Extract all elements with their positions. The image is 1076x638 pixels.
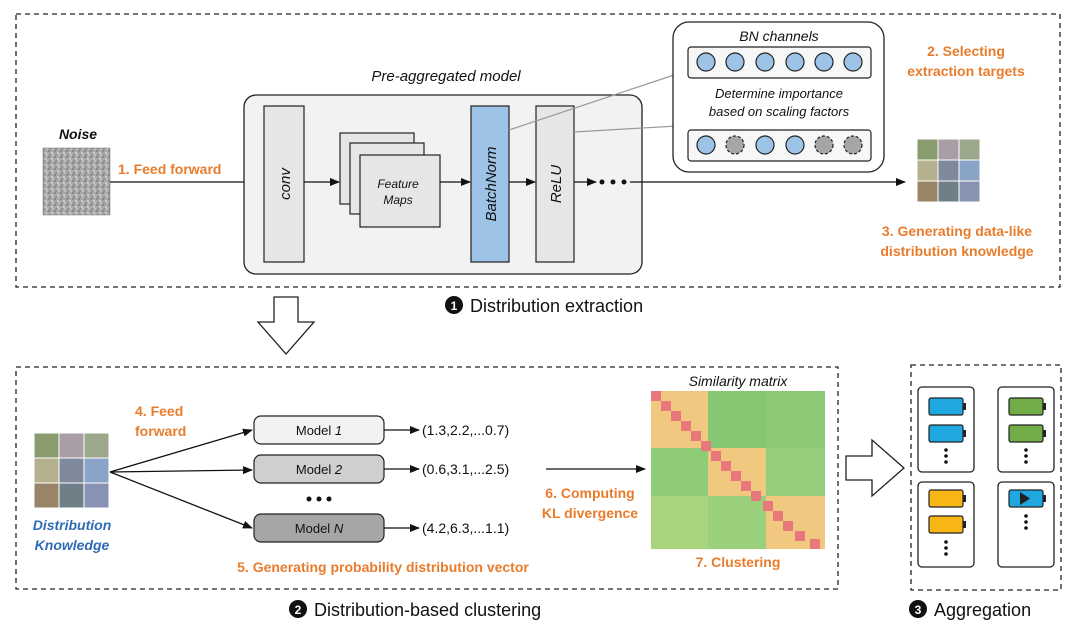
model-N-vector: (4.2,6.3,...1.1) <box>422 520 509 536</box>
importance-label-2: based on scaling factors <box>709 104 850 119</box>
selecting-label-1: 2. Selecting <box>927 43 1005 59</box>
bn-channel-nodes-top <box>696 52 863 72</box>
step1-marker-number: 1 <box>451 299 458 313</box>
phone-icon <box>928 489 964 508</box>
conv-label: conv <box>277 167 294 200</box>
callout-line-top <box>508 73 678 131</box>
feature-maps-label-1: Feature <box>377 177 419 191</box>
relu-layer <box>535 105 575 263</box>
similarity-matrix-diagonal <box>651 391 820 549</box>
step1-marker <box>445 296 463 314</box>
batchnorm-label: BatchNorm <box>483 146 500 221</box>
dk-to-modelN-arrow <box>109 471 253 529</box>
phone-icon <box>1008 424 1044 443</box>
step2-caption: Distribution-based clustering <box>314 600 541 620</box>
clustering-label: 7. Clustering <box>696 554 781 570</box>
step1-caption: Distribution extraction <box>470 296 643 316</box>
dk-to-model1-arrow <box>109 428 253 473</box>
distribution-knowledge-label-2: Knowledge <box>35 537 110 553</box>
bn-channels-label: BN channels <box>739 28 818 44</box>
phone-icon <box>928 515 964 534</box>
generating-vector-label: 5. Generating probability distribution v… <box>237 559 529 575</box>
noise-image <box>42 147 111 216</box>
feature-maps-label-2: Maps <box>383 193 412 207</box>
step2-marker-number: 2 <box>295 603 302 617</box>
cluster-mixed <box>997 481 1055 568</box>
stage1-to-stage2-arrow <box>256 296 316 355</box>
generating-label-2: distribution knowledge <box>880 243 1033 259</box>
stage3-border <box>910 364 1062 591</box>
model-2-vector: (0.6,3.1,...2.5) <box>422 461 509 477</box>
cluster-blue <box>917 386 975 473</box>
feed-forward-2-label-1: 4. Feed <box>135 403 183 419</box>
phone-icon <box>928 397 964 416</box>
cluster-yellow <box>917 481 975 568</box>
model-1-label: Model 1 <box>296 423 342 438</box>
phone-icon <box>1008 397 1044 416</box>
selecting-label-2: extraction targets <box>907 63 1025 79</box>
step3-caption: Aggregation <box>934 600 1031 620</box>
noise-label: Noise <box>59 126 97 142</box>
feed-forward-2-label-2: forward <box>135 423 186 439</box>
similarity-matrix-title: Similarity matrix <box>689 373 789 389</box>
distribution-knowledge-grid <box>33 432 110 509</box>
phone-icon <box>928 424 964 443</box>
model-N-label: Model N <box>295 521 344 536</box>
feed-forward-label: 1. Feed forward <box>118 161 221 177</box>
stage1-border <box>15 13 1061 288</box>
model-1-vector: (1.3,2.2,...0.7) <box>422 422 509 438</box>
more-layers-dots <box>599 179 627 185</box>
cluster-green <box>997 386 1055 473</box>
generating-label-1: 3. Generating data-like <box>882 223 1032 239</box>
bn-channel-nodes-bottom <box>696 135 863 155</box>
step2-marker <box>289 600 307 618</box>
generated-images-grid <box>916 138 981 203</box>
relu-label: ReLU <box>548 165 565 204</box>
step3-marker-number: 3 <box>915 603 922 617</box>
conv-layer <box>263 105 305 263</box>
stage2-to-stage3-arrow <box>845 438 905 498</box>
batchnorm-layer <box>470 105 510 263</box>
dk-to-model2-arrow <box>109 466 253 475</box>
kl-label-1: 6. Computing <box>545 485 634 501</box>
feature-map-front <box>359 154 441 228</box>
distribution-knowledge-label-1: Distribution <box>33 517 112 533</box>
step3-marker <box>909 600 927 618</box>
model-2-label: Model 2 <box>296 462 343 477</box>
kl-label-2: KL divergence <box>542 505 638 521</box>
model-title: Pre-aggregated model <box>371 68 521 85</box>
importance-label-1: Determine importance <box>715 86 843 101</box>
more-models-dots <box>306 496 332 502</box>
callout-line-bottom <box>573 125 678 133</box>
